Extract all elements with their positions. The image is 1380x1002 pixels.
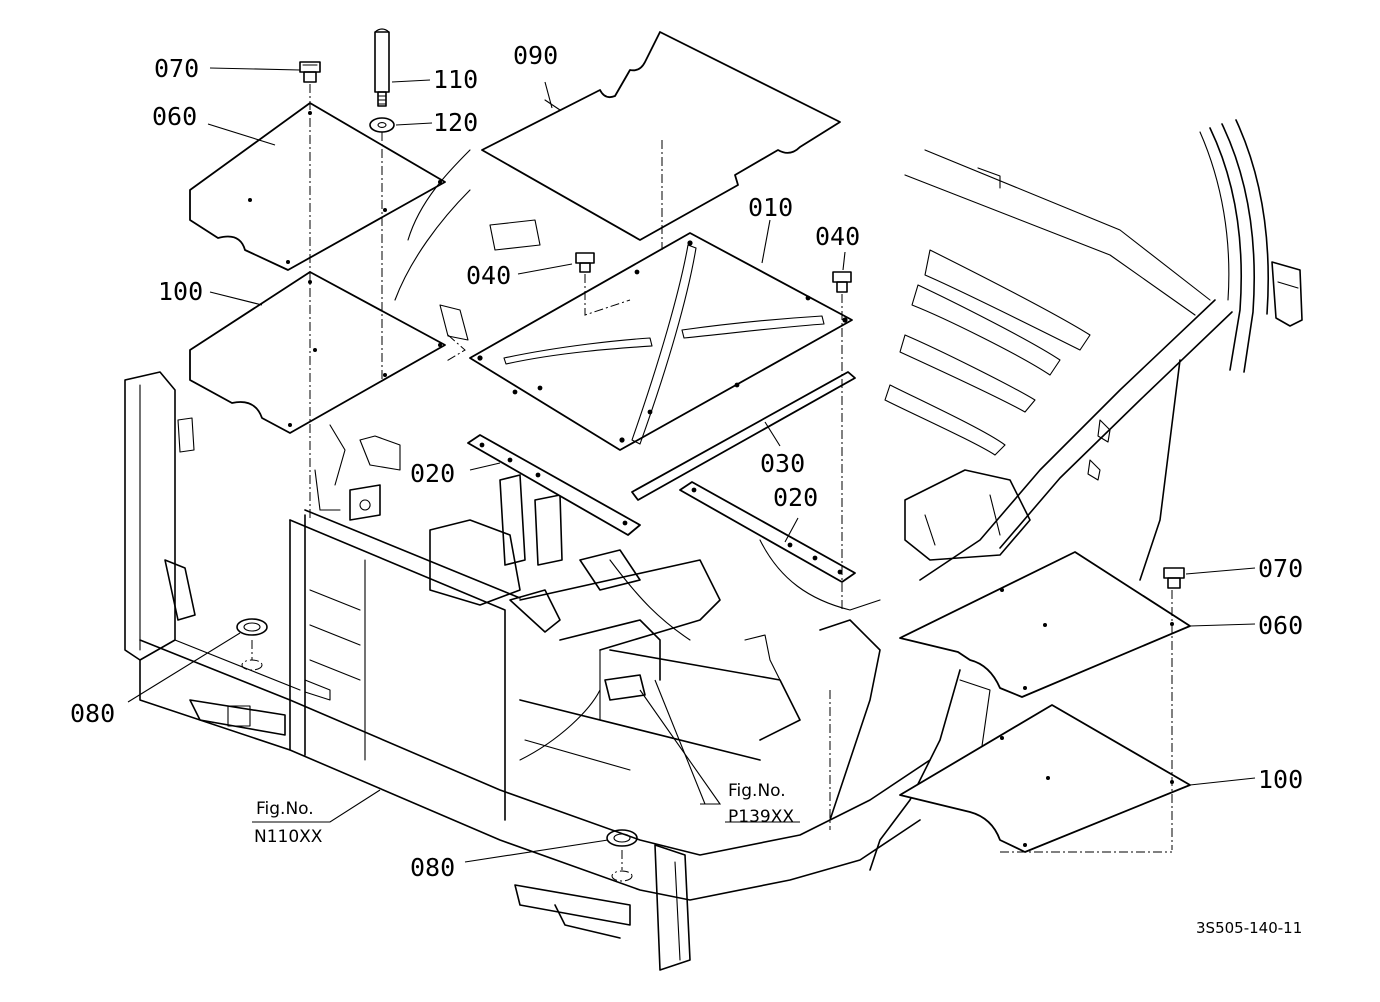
fig-ref-title: Fig.No. [256,799,314,819]
bolt-040-right-icon [832,271,852,293]
label-080-left: 080 [70,699,115,728]
bolt-040-left-icon [575,252,595,273]
fig-ref-title: Fig.No. [728,781,786,801]
pin-110-icon [374,28,390,107]
bolt-070-left-icon [299,61,321,83]
bolt-070-right-icon [1163,567,1185,589]
mat-090 [481,31,841,241]
floor-plate-010 [469,232,853,451]
label-020-left: 020 [410,459,455,488]
bracket-020-right [679,481,856,583]
label-080-right: 080 [410,853,455,882]
grommet-080-right-icon [606,829,638,882]
leader-lines [127,67,1256,863]
mat-100-right [899,704,1191,853]
figure-reference-n110xx: Fig.No. N110XX [254,799,323,847]
label-040-left: 040 [466,261,511,290]
label-040-right: 040 [815,222,860,251]
mat-100-left [189,271,446,434]
label-110: 110 [433,65,478,94]
label-060-left: 060 [152,102,197,131]
label-090: 090 [513,41,558,70]
label-120: 120 [433,108,478,137]
label-070-right: 070 [1258,554,1303,583]
fig-ref-code: N110XX [254,827,323,847]
washer-120-icon [369,117,395,133]
fig-ref-code: P139XX [728,807,794,827]
figure-reference-p139xx: Fig.No. P139XX [728,781,794,827]
label-060-right: 060 [1258,611,1303,640]
drawing-code: 3S505-140-11 [1196,919,1302,937]
mat-060-left [189,102,446,271]
mat-060-right [899,551,1191,698]
label-100-right: 100 [1258,765,1303,794]
part-labels: 070 060 110 120 090 100 010 040 040 020 … [70,41,1303,882]
strip-030 [631,371,856,501]
label-100-left: 100 [158,277,203,306]
label-030: 030 [760,449,805,478]
assembly-lines [251,84,1173,870]
label-010: 010 [748,193,793,222]
label-020-right: 020 [773,483,818,512]
cab-frame [124,119,1303,971]
bracket-020-left [467,434,641,536]
label-070-left: 070 [154,54,199,83]
